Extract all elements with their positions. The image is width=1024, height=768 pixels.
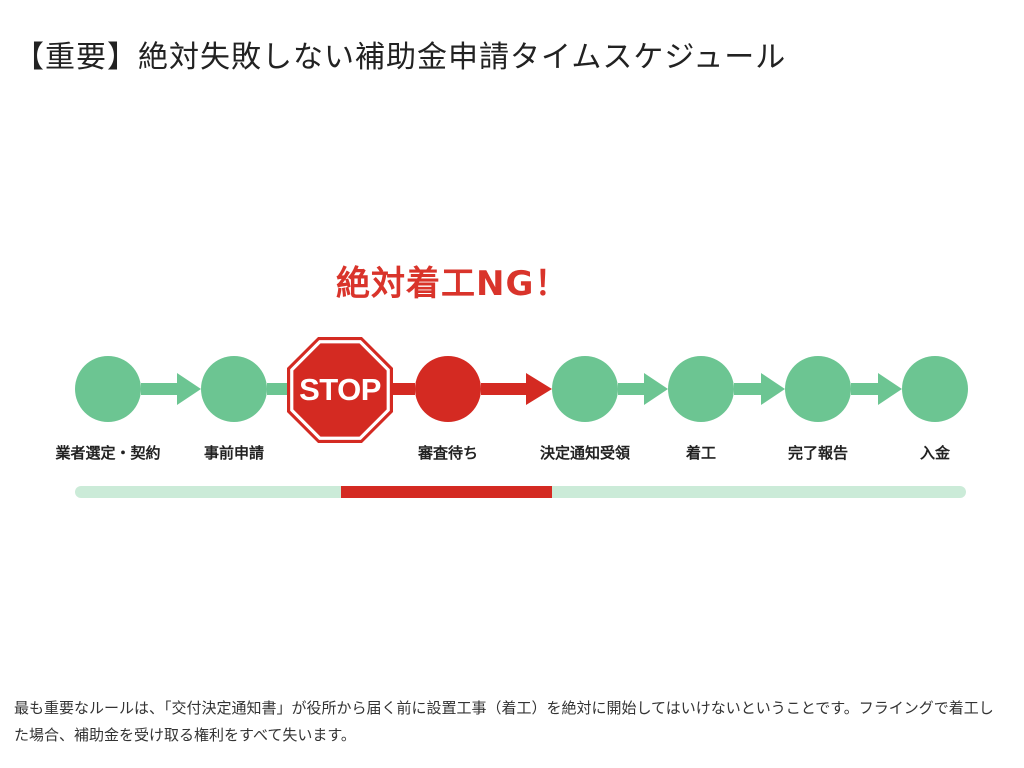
arrow-icon — [141, 373, 201, 405]
arrow-icon — [267, 383, 289, 395]
period-bar-safe-before — [75, 486, 341, 498]
timeline-node-review-wait — [415, 356, 481, 422]
rule-description: 最も重要なルールは、「交付決定通知書」が役所から届く前に設置工事（着工）を絶対に… — [14, 699, 994, 744]
stop-sign-icon: STOP — [287, 337, 393, 443]
arrow-icon — [618, 373, 668, 405]
period-bar-danger — [341, 486, 552, 498]
page-title: 【重要】絶対失敗しない補助金申請タイムスケジュール — [14, 40, 787, 75]
step-label-payment: 入金 — [919, 444, 951, 462]
no-construction-warning: 絶対着工NG！ — [336, 264, 570, 304]
step-label-pre-application: 事前申請 — [203, 444, 265, 462]
timeline-node-pre-application — [201, 356, 267, 422]
timeline-node-construction — [668, 356, 734, 422]
step-label-contract: 業者選定・契約 — [55, 444, 161, 462]
step-label-completion-report: 完了報告 — [787, 444, 849, 462]
step-label-construction: 着工 — [685, 444, 717, 462]
timeline-node-contract — [75, 356, 141, 422]
timeline-node-completion-report — [785, 356, 851, 422]
arrow-icon — [734, 373, 785, 405]
period-bar-safe-after — [552, 486, 966, 498]
timeline-node-payment — [902, 356, 968, 422]
arrow-icon — [391, 383, 415, 395]
timeline-node-decision-notice — [552, 356, 618, 422]
arrow-icon — [481, 373, 552, 405]
step-label-decision-notice: 決定通知受領 — [539, 444, 631, 462]
step-label-review-wait: 審査待ち — [417, 444, 479, 462]
stop-sign-text: STOP — [299, 372, 381, 407]
arrow-icon — [851, 373, 902, 405]
